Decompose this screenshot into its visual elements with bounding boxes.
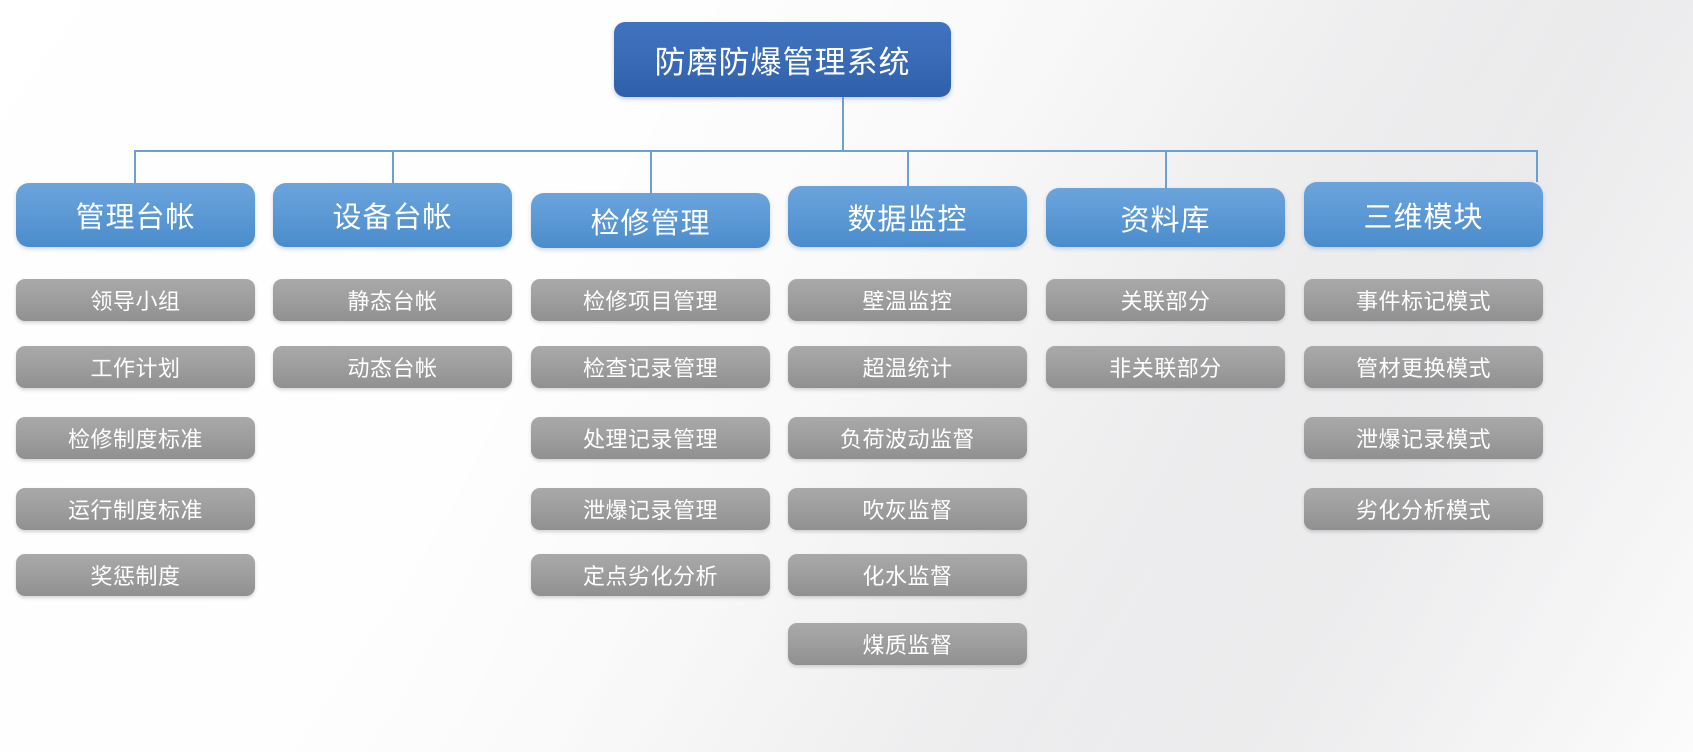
- leaf-node-6-2[interactable]: 管材更换模式: [1304, 346, 1543, 388]
- leaf-node-2-2-label: 动态台帐: [347, 357, 438, 382]
- leaf-node-2-1[interactable]: 静态台帐: [273, 279, 512, 321]
- leaf-node-2-1-label: 静态台帐: [347, 290, 438, 315]
- category-node-3[interactable]: 检修管理: [531, 193, 770, 248]
- category-node-6-label: 三维模块: [1363, 199, 1484, 234]
- connector-drop-2: [392, 150, 394, 183]
- leaf-node-5-2-label: 非关联部分: [1109, 357, 1222, 382]
- category-node-4-label: 数据监控: [847, 201, 968, 236]
- leaf-node-3-5[interactable]: 定点劣化分析: [531, 554, 770, 596]
- root-node[interactable]: 防磨防爆管理系统: [614, 22, 951, 97]
- leaf-node-4-5-label: 化水监督: [862, 565, 953, 590]
- leaf-node-6-4-label: 劣化分析模式: [1355, 499, 1491, 524]
- leaf-node-1-2-label: 工作计划: [90, 357, 181, 382]
- leaf-node-4-2[interactable]: 超温统计: [788, 346, 1027, 388]
- leaf-node-2-2[interactable]: 动态台帐: [273, 346, 512, 388]
- leaf-node-1-5-label: 奖惩制度: [90, 565, 181, 590]
- leaf-node-4-5[interactable]: 化水监督: [788, 554, 1027, 596]
- connector-root-stem: [842, 97, 844, 151]
- leaf-node-5-1-label: 关联部分: [1120, 290, 1211, 315]
- connector-drop-1: [134, 150, 136, 183]
- leaf-node-6-1[interactable]: 事件标记模式: [1304, 279, 1543, 321]
- category-node-6[interactable]: 三维模块: [1304, 182, 1543, 247]
- leaf-node-3-3-label: 处理记录管理: [582, 428, 718, 453]
- leaf-node-6-2-label: 管材更换模式: [1355, 357, 1491, 382]
- leaf-node-3-4-label: 泄爆记录管理: [582, 499, 718, 524]
- root-node-label: 防磨防爆管理系统: [654, 45, 911, 81]
- leaf-node-4-4-label: 吹灰监督: [862, 499, 953, 524]
- leaf-node-3-4[interactable]: 泄爆记录管理: [531, 488, 770, 530]
- leaf-node-1-1-label: 领导小组: [90, 290, 181, 315]
- category-node-3-label: 检修管理: [590, 205, 711, 240]
- leaf-node-3-5-label: 定点劣化分析: [582, 565, 718, 590]
- leaf-node-4-1-label: 壁温监控: [862, 290, 953, 315]
- leaf-node-1-2[interactable]: 工作计划: [16, 346, 255, 388]
- leaf-node-4-6-label: 煤质监督: [862, 634, 953, 659]
- category-node-1-label: 管理台帐: [75, 200, 196, 234]
- connector-drop-5: [1165, 150, 1167, 188]
- leaf-node-3-1[interactable]: 检修项目管理: [531, 279, 770, 321]
- connector-horizontal-bus: [134, 150, 1537, 152]
- leaf-node-1-3[interactable]: 检修制度标准: [16, 417, 255, 459]
- leaf-node-6-3[interactable]: 泄爆记录模式: [1304, 417, 1543, 459]
- connector-drop-4: [907, 150, 909, 186]
- leaf-node-6-3-label: 泄爆记录模式: [1355, 428, 1491, 453]
- leaf-node-1-1[interactable]: 领导小组: [16, 279, 255, 321]
- leaf-node-1-3-label: 检修制度标准: [67, 428, 203, 453]
- leaf-node-4-2-label: 超温统计: [862, 357, 953, 382]
- leaf-node-5-2[interactable]: 非关联部分: [1046, 346, 1285, 388]
- leaf-node-1-4[interactable]: 运行制度标准: [16, 488, 255, 530]
- leaf-node-4-6[interactable]: 煤质监督: [788, 623, 1027, 665]
- leaf-node-4-4[interactable]: 吹灰监督: [788, 488, 1027, 530]
- leaf-node-4-3[interactable]: 负荷波动监督: [788, 417, 1027, 459]
- category-node-4[interactable]: 数据监控: [788, 186, 1027, 247]
- category-node-2[interactable]: 设备台帐: [273, 183, 512, 247]
- leaf-node-3-1-label: 检修项目管理: [582, 290, 718, 315]
- leaf-node-3-2-label: 检查记录管理: [582, 357, 718, 382]
- category-node-5[interactable]: 资料库: [1046, 188, 1285, 247]
- leaf-node-1-4-label: 运行制度标准: [67, 499, 203, 524]
- leaf-node-6-4[interactable]: 劣化分析模式: [1304, 488, 1543, 530]
- category-node-2-label: 设备台帐: [332, 200, 453, 234]
- leaf-node-1-5[interactable]: 奖惩制度: [16, 554, 255, 596]
- connector-drop-6: [1536, 150, 1538, 182]
- leaf-node-3-2[interactable]: 检查记录管理: [531, 346, 770, 388]
- leaf-node-5-1[interactable]: 关联部分: [1046, 279, 1285, 321]
- leaf-node-4-3-label: 负荷波动监督: [839, 428, 975, 453]
- category-node-1[interactable]: 管理台帐: [16, 183, 255, 247]
- leaf-node-6-1-label: 事件标记模式: [1355, 290, 1491, 315]
- connector-drop-3: [650, 150, 652, 193]
- leaf-node-3-3[interactable]: 处理记录管理: [531, 417, 770, 459]
- category-node-5-label: 资料库: [1120, 202, 1211, 237]
- leaf-node-4-1[interactable]: 壁温监控: [788, 279, 1027, 321]
